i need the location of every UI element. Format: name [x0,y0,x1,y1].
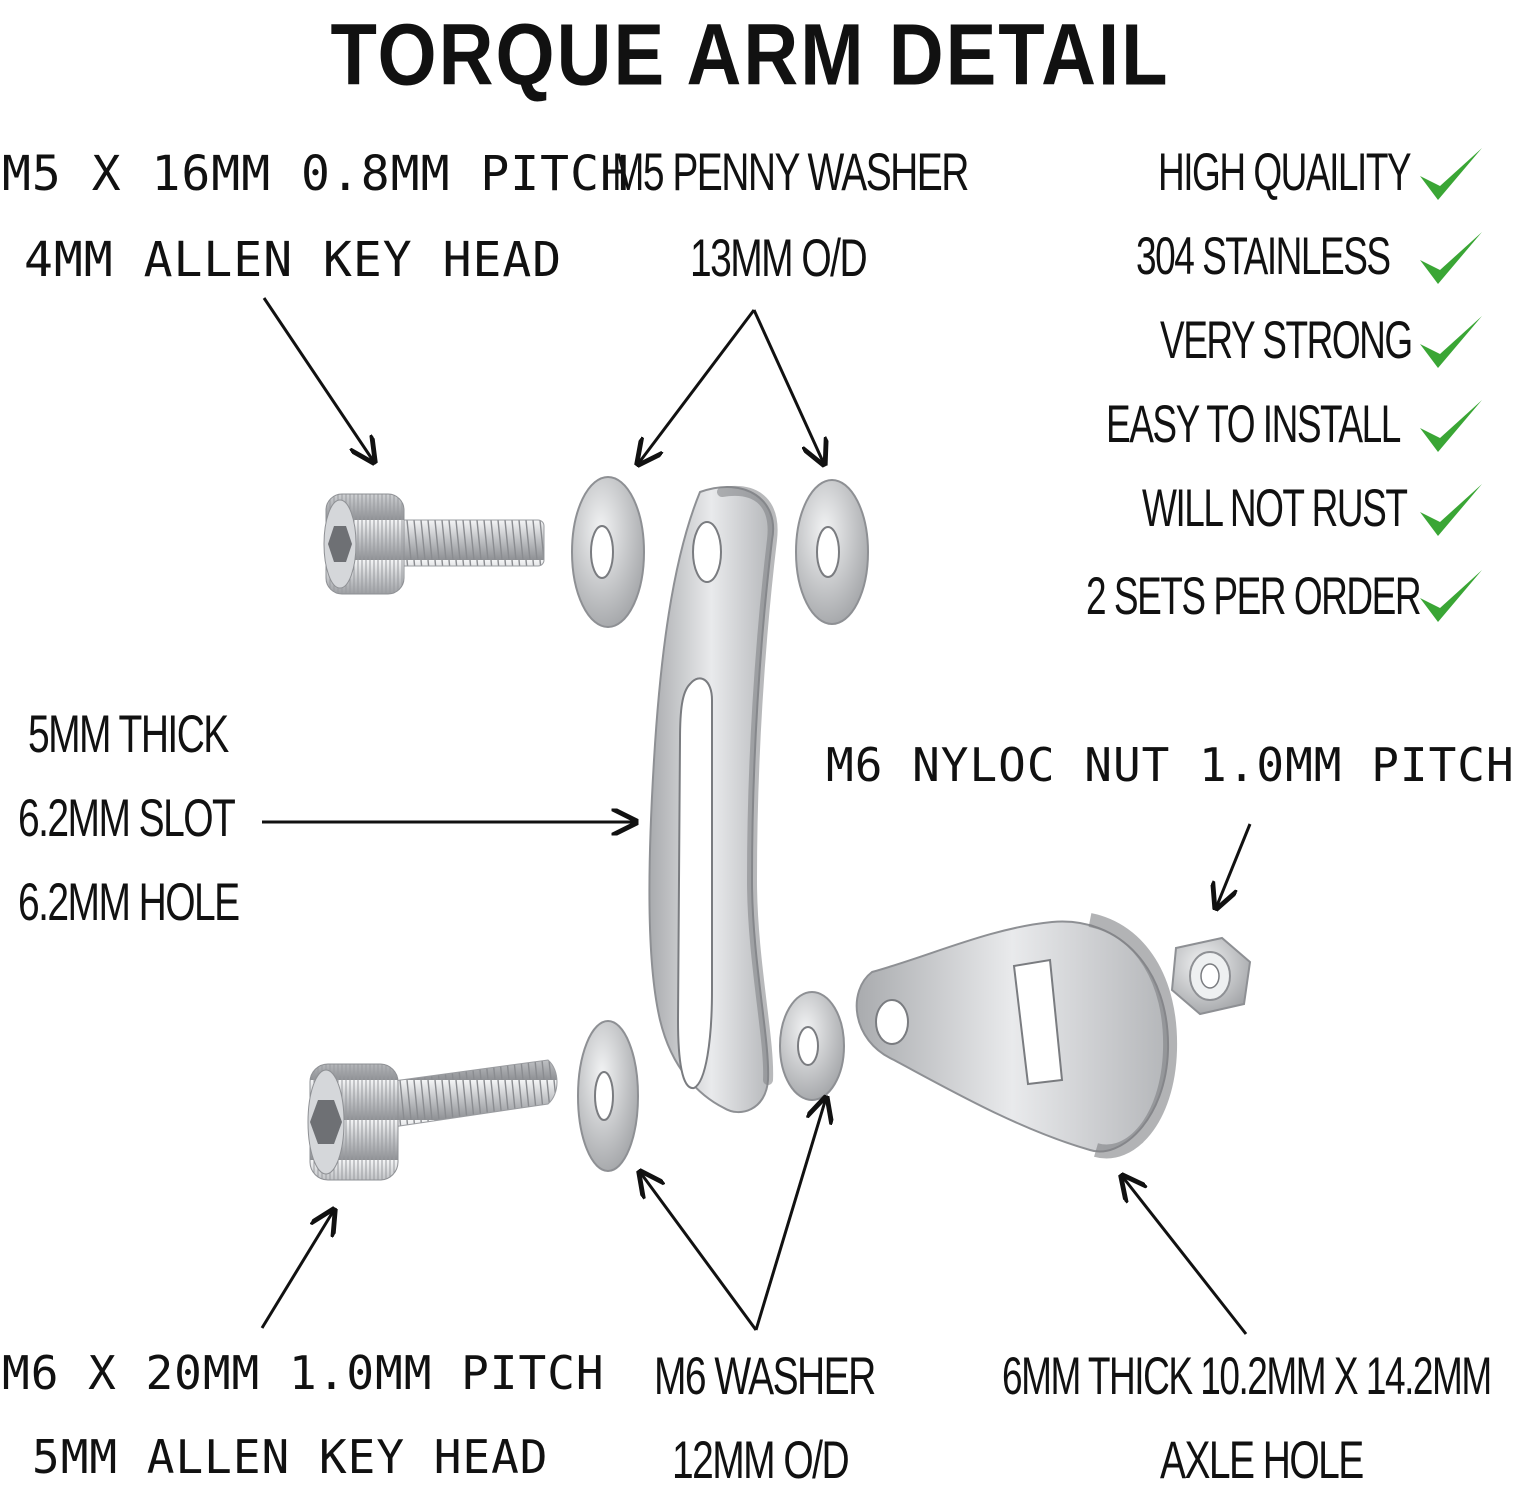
arrow-penny-washer-right [752,309,824,464]
label-plate-axle-hole: AXLE HOLE [1160,1430,1364,1490]
check-icon [1420,232,1482,284]
arrow-m6-washer-right [754,1098,826,1331]
label-m6-washer: M6 WASHER [654,1346,876,1406]
feature-item: WILL NOT RUST [1142,478,1408,538]
feature-item: HIGH QUAILITY [1158,142,1412,202]
m5-penny-washer-right [795,479,869,625]
arrow-m6-washer-left [640,1172,758,1331]
check-icon [1420,570,1482,622]
callout-arrows [260,297,1252,1335]
label-m6-bolt-spec: M6 X 20MM 1.0MM PITCH [2,1346,605,1400]
axle-plate [855,913,1178,1159]
arrow-penny-washer-left [638,309,756,464]
arrow-axle-plate [1122,1176,1248,1335]
check-icon [1420,316,1482,368]
arrow-m6-bolt [260,1210,334,1329]
label-m6-washer-od: 12MM O/D [672,1430,850,1490]
arrow-m5-bolt [262,297,374,462]
feature-item: EASY TO INSTALL [1106,394,1401,454]
label-arm-thickness: 5MM THICK [28,704,229,764]
label-m5-bolt-head: 4MM ALLEN KEY HEAD [24,232,563,288]
label-nyloc-nut: M6 NYLOC NUT 1.0MM PITCH [826,738,1515,792]
page-title: TORQUE ARM DETAIL [330,6,1170,104]
label-penny-washer: M5 PENNY WASHER [612,142,969,202]
m6-washer-left [577,1020,639,1172]
arrow-nyloc-nut [1216,823,1252,908]
label-m5-bolt-spec: M5 X 16MM 0.8MM PITCH [2,146,630,202]
check-icon [1420,484,1482,536]
feature-item: 2 SETS PER ORDER [1086,566,1422,626]
label-arm-hole: 6.2MM HOLE [18,872,240,932]
label-plate-spec: 6MM THICK 10.2MM X 14.2MM [1002,1346,1492,1406]
torque-arm [648,485,778,1113]
feature-item: VERY STRONG [1160,310,1413,370]
m6-bolt [307,1059,558,1181]
m5-penny-washer-left [571,476,645,628]
label-penny-washer-od: 13MM O/D [690,228,868,288]
m5-bolt [323,493,545,595]
feature-item: 304 STAINLESS [1136,226,1391,286]
check-icon [1420,148,1482,200]
label-arm-slot: 6.2MM SLOT [18,788,236,848]
check-icon [1420,400,1482,452]
m6-washer-right [779,991,845,1101]
label-m6-bolt-head: 5MM ALLEN KEY HEAD [32,1430,549,1484]
m6-nyloc-nut [1170,936,1252,1016]
